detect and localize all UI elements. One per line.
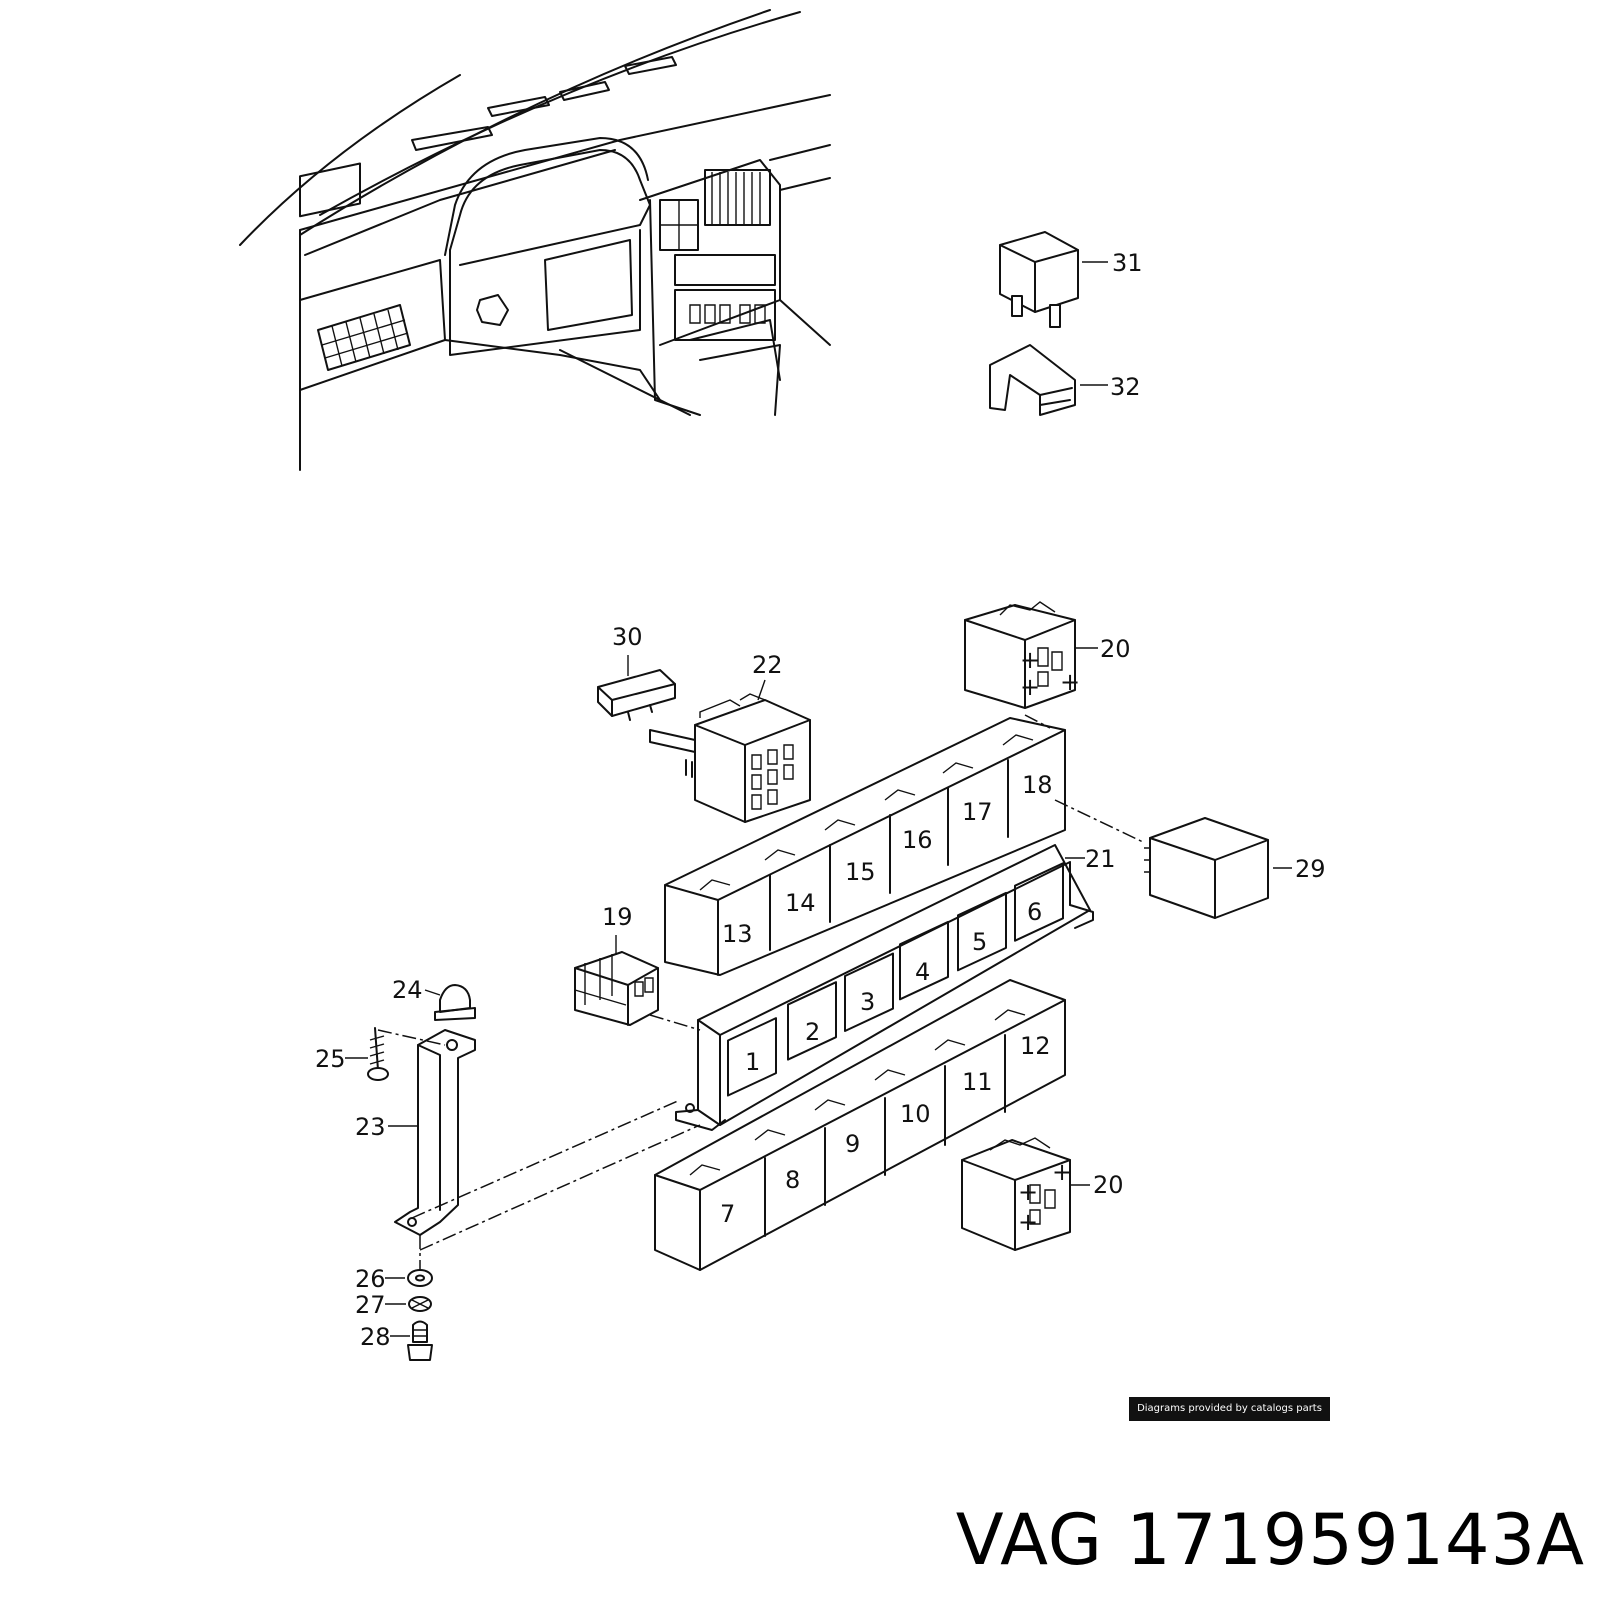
washer-27 xyxy=(409,1297,431,1311)
slot-numbers: 1 2 3 4 5 6 7 8 9 10 11 12 13 14 15 16 1… xyxy=(720,771,1053,1228)
relay-31 xyxy=(1000,232,1078,327)
slot-12: 12 xyxy=(1020,1032,1051,1060)
svg-text:+: + xyxy=(1018,1178,1038,1206)
relay-base-20-bottom: + + + xyxy=(962,1138,1072,1250)
leader-lines xyxy=(345,262,1292,1336)
slot-4: 4 xyxy=(915,958,930,986)
assembly-lines xyxy=(378,715,1145,1270)
relay-row-front xyxy=(655,980,1065,1270)
slot-18: 18 xyxy=(1022,771,1053,799)
clip-32 xyxy=(990,345,1075,415)
callout-26: 26 xyxy=(355,1265,386,1293)
slot-13: 13 xyxy=(722,920,753,948)
callout-21: 21 xyxy=(1085,845,1116,873)
dash-radio xyxy=(675,255,775,340)
callout-31: 31 xyxy=(1112,249,1143,277)
callout-29: 29 xyxy=(1295,855,1326,883)
callout-27: 27 xyxy=(355,1291,386,1319)
relay-row-back xyxy=(665,718,1065,975)
callout-24: 24 xyxy=(392,976,423,1004)
svg-text:+: + xyxy=(1020,673,1040,701)
callout-labels: 31 32 30 22 20 21 29 19 24 25 23 20 26 2… xyxy=(315,249,1326,1351)
slot-14: 14 xyxy=(785,889,816,917)
callout-20-top: 20 xyxy=(1100,635,1131,663)
clip-nut-24 xyxy=(435,985,475,1020)
part-number-title: VAG 171959143A xyxy=(955,1499,1585,1581)
slot-1: 1 xyxy=(745,1048,760,1076)
relay-base-20-top: + + + xyxy=(965,602,1080,708)
relay-panel-21 xyxy=(655,718,1093,1270)
dash-center-vent xyxy=(705,170,770,225)
slot-17: 17 xyxy=(962,798,993,826)
slot-3: 3 xyxy=(860,988,875,1016)
slot-2: 2 xyxy=(805,1018,820,1046)
slot-6: 6 xyxy=(1027,898,1042,926)
svg-text:+: + xyxy=(1018,1208,1038,1236)
screw-25 xyxy=(368,1028,388,1080)
socket-22 xyxy=(650,694,810,822)
svg-text:+: + xyxy=(1052,1158,1072,1186)
slot-8: 8 xyxy=(785,1166,800,1194)
slot-15: 15 xyxy=(845,858,876,886)
callout-20-bottom: 20 xyxy=(1093,1171,1124,1199)
slot-11: 11 xyxy=(962,1068,993,1096)
fuse-link-30 xyxy=(598,670,675,720)
relay-rail-middle xyxy=(676,845,1093,1130)
dash-fuse-box xyxy=(318,305,410,370)
slot-9: 9 xyxy=(845,1130,860,1158)
bracket-23 xyxy=(395,1030,475,1235)
callout-32: 32 xyxy=(1110,373,1141,401)
callout-22: 22 xyxy=(752,651,783,679)
slot-10: 10 xyxy=(900,1100,931,1128)
callout-19: 19 xyxy=(602,903,633,931)
dashboard-illustration xyxy=(240,10,830,470)
bolt-28 xyxy=(408,1322,432,1361)
washer-26 xyxy=(408,1270,432,1286)
socket-19 xyxy=(575,952,658,1025)
svg-text:+: + xyxy=(1060,668,1080,696)
watermark-badge: Diagrams provided by catalogs parts xyxy=(1129,1397,1330,1421)
slot-16: 16 xyxy=(902,826,933,854)
slot-7: 7 xyxy=(720,1200,735,1228)
svg-text:+: + xyxy=(1020,646,1040,674)
dash-switch-panel xyxy=(660,200,698,250)
callout-28: 28 xyxy=(360,1323,391,1351)
callout-25: 25 xyxy=(315,1045,346,1073)
callout-23: 23 xyxy=(355,1113,386,1141)
slot-5: 5 xyxy=(972,928,987,956)
callout-30: 30 xyxy=(612,623,643,651)
relay-29 xyxy=(1144,818,1268,918)
